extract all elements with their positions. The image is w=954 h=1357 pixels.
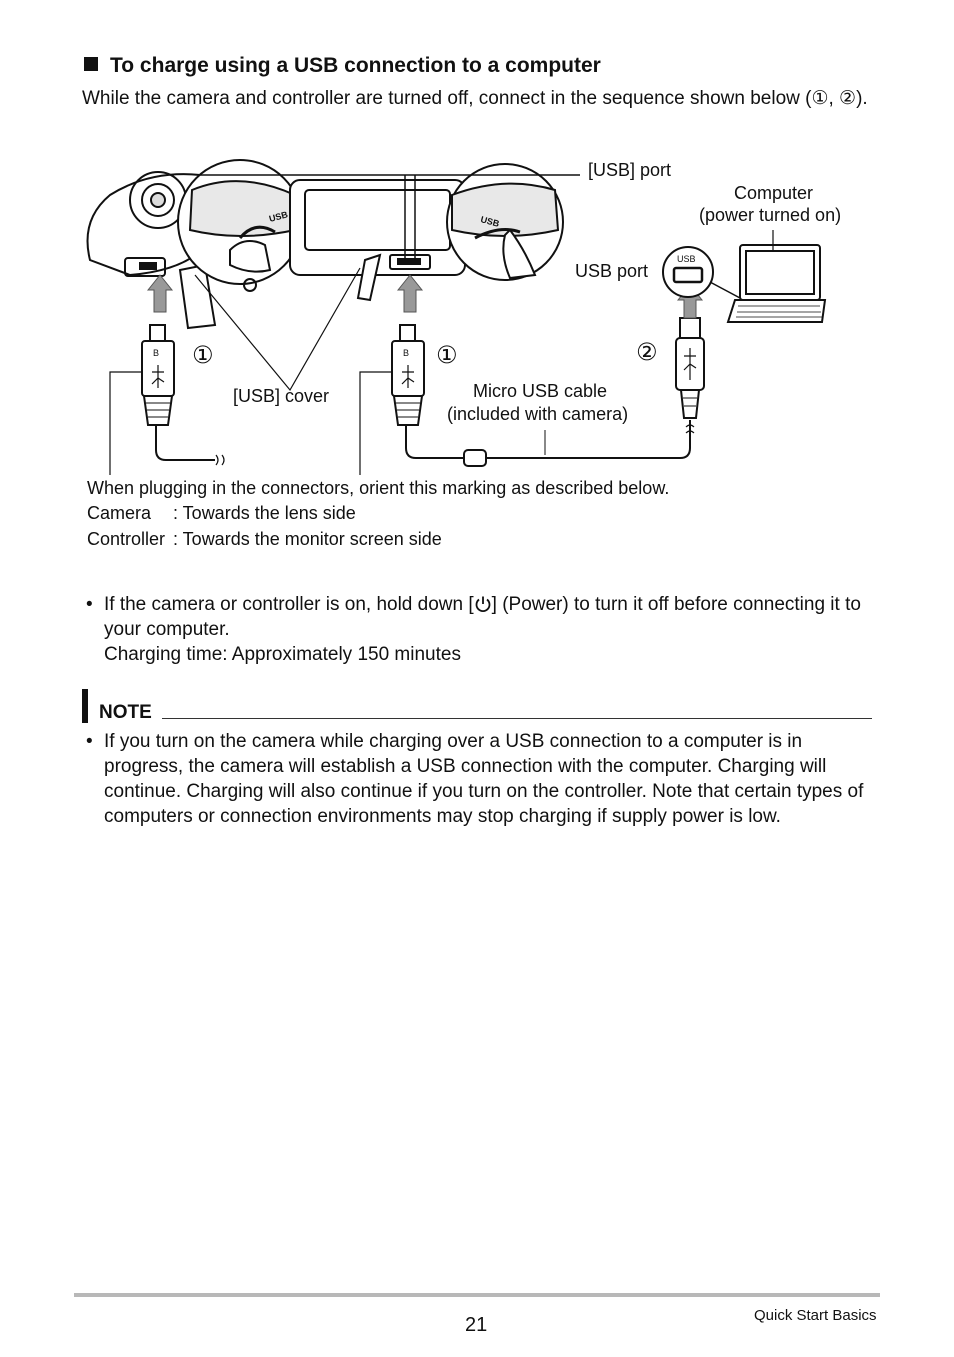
step-1-marker: ①	[436, 341, 458, 369]
page-number: 21	[465, 1314, 488, 1336]
section-heading: To charge using a USB connection to a co…	[84, 54, 601, 78]
note-label: NOTE	[99, 702, 152, 723]
step-1-marker: ①	[192, 341, 214, 369]
svg-text:B: B	[403, 348, 409, 358]
magnified-camera-port: USB	[177, 159, 303, 285]
intro-paragraph: While the camera and controller are turn…	[82, 88, 868, 109]
computer-usb-port-callout: USB	[662, 246, 741, 299]
power-off-bullet: • If the camera or controller is on, hol…	[86, 594, 861, 665]
note-bullet: • If you turn on the camera while chargi…	[86, 731, 864, 827]
cable-label-sub: (included with camera)	[447, 404, 628, 424]
usb-port-label: [USB] port	[588, 160, 671, 180]
step-2-marker: ②	[636, 338, 658, 366]
usb-a-plug	[675, 317, 705, 419]
computer-usb-port-label: USB port	[575, 261, 648, 281]
orientation-camera: Camera: Towards the lens side	[87, 503, 356, 523]
laptop-icon	[726, 230, 827, 323]
svg-text:USB: USB	[268, 209, 289, 224]
svg-text:USB: USB	[677, 254, 696, 264]
computer-label: Computer	[734, 183, 813, 203]
cable-label: Micro USB cable	[473, 381, 607, 401]
note-marker	[82, 689, 88, 723]
controller-usb-cover	[356, 253, 382, 302]
note-divider	[162, 718, 872, 719]
power-icon	[475, 596, 491, 613]
magnified-controller-port: USB	[446, 163, 564, 281]
orientation-caption: When plugging in the connectors, orient …	[87, 478, 670, 498]
micro-usb-plug-1: B	[141, 324, 225, 466]
controller-illustration	[243, 179, 466, 292]
orientation-controller: Controller: Towards the monitor screen s…	[87, 529, 442, 549]
micro-usb-plug-2: B	[391, 324, 695, 467]
computer-label-sub: (power turned on)	[699, 205, 841, 225]
svg-text:B: B	[153, 348, 159, 358]
usb-connection-diagram: USB USB	[86, 159, 841, 475]
section-name: Quick Start Basics	[754, 1307, 877, 1324]
usb-cover-label: [USB] cover	[233, 386, 329, 406]
camera-illustration	[86, 171, 212, 277]
svg-text:USB: USB	[479, 214, 500, 229]
footer-rule	[74, 1293, 880, 1297]
square-bullet-icon	[84, 57, 98, 71]
